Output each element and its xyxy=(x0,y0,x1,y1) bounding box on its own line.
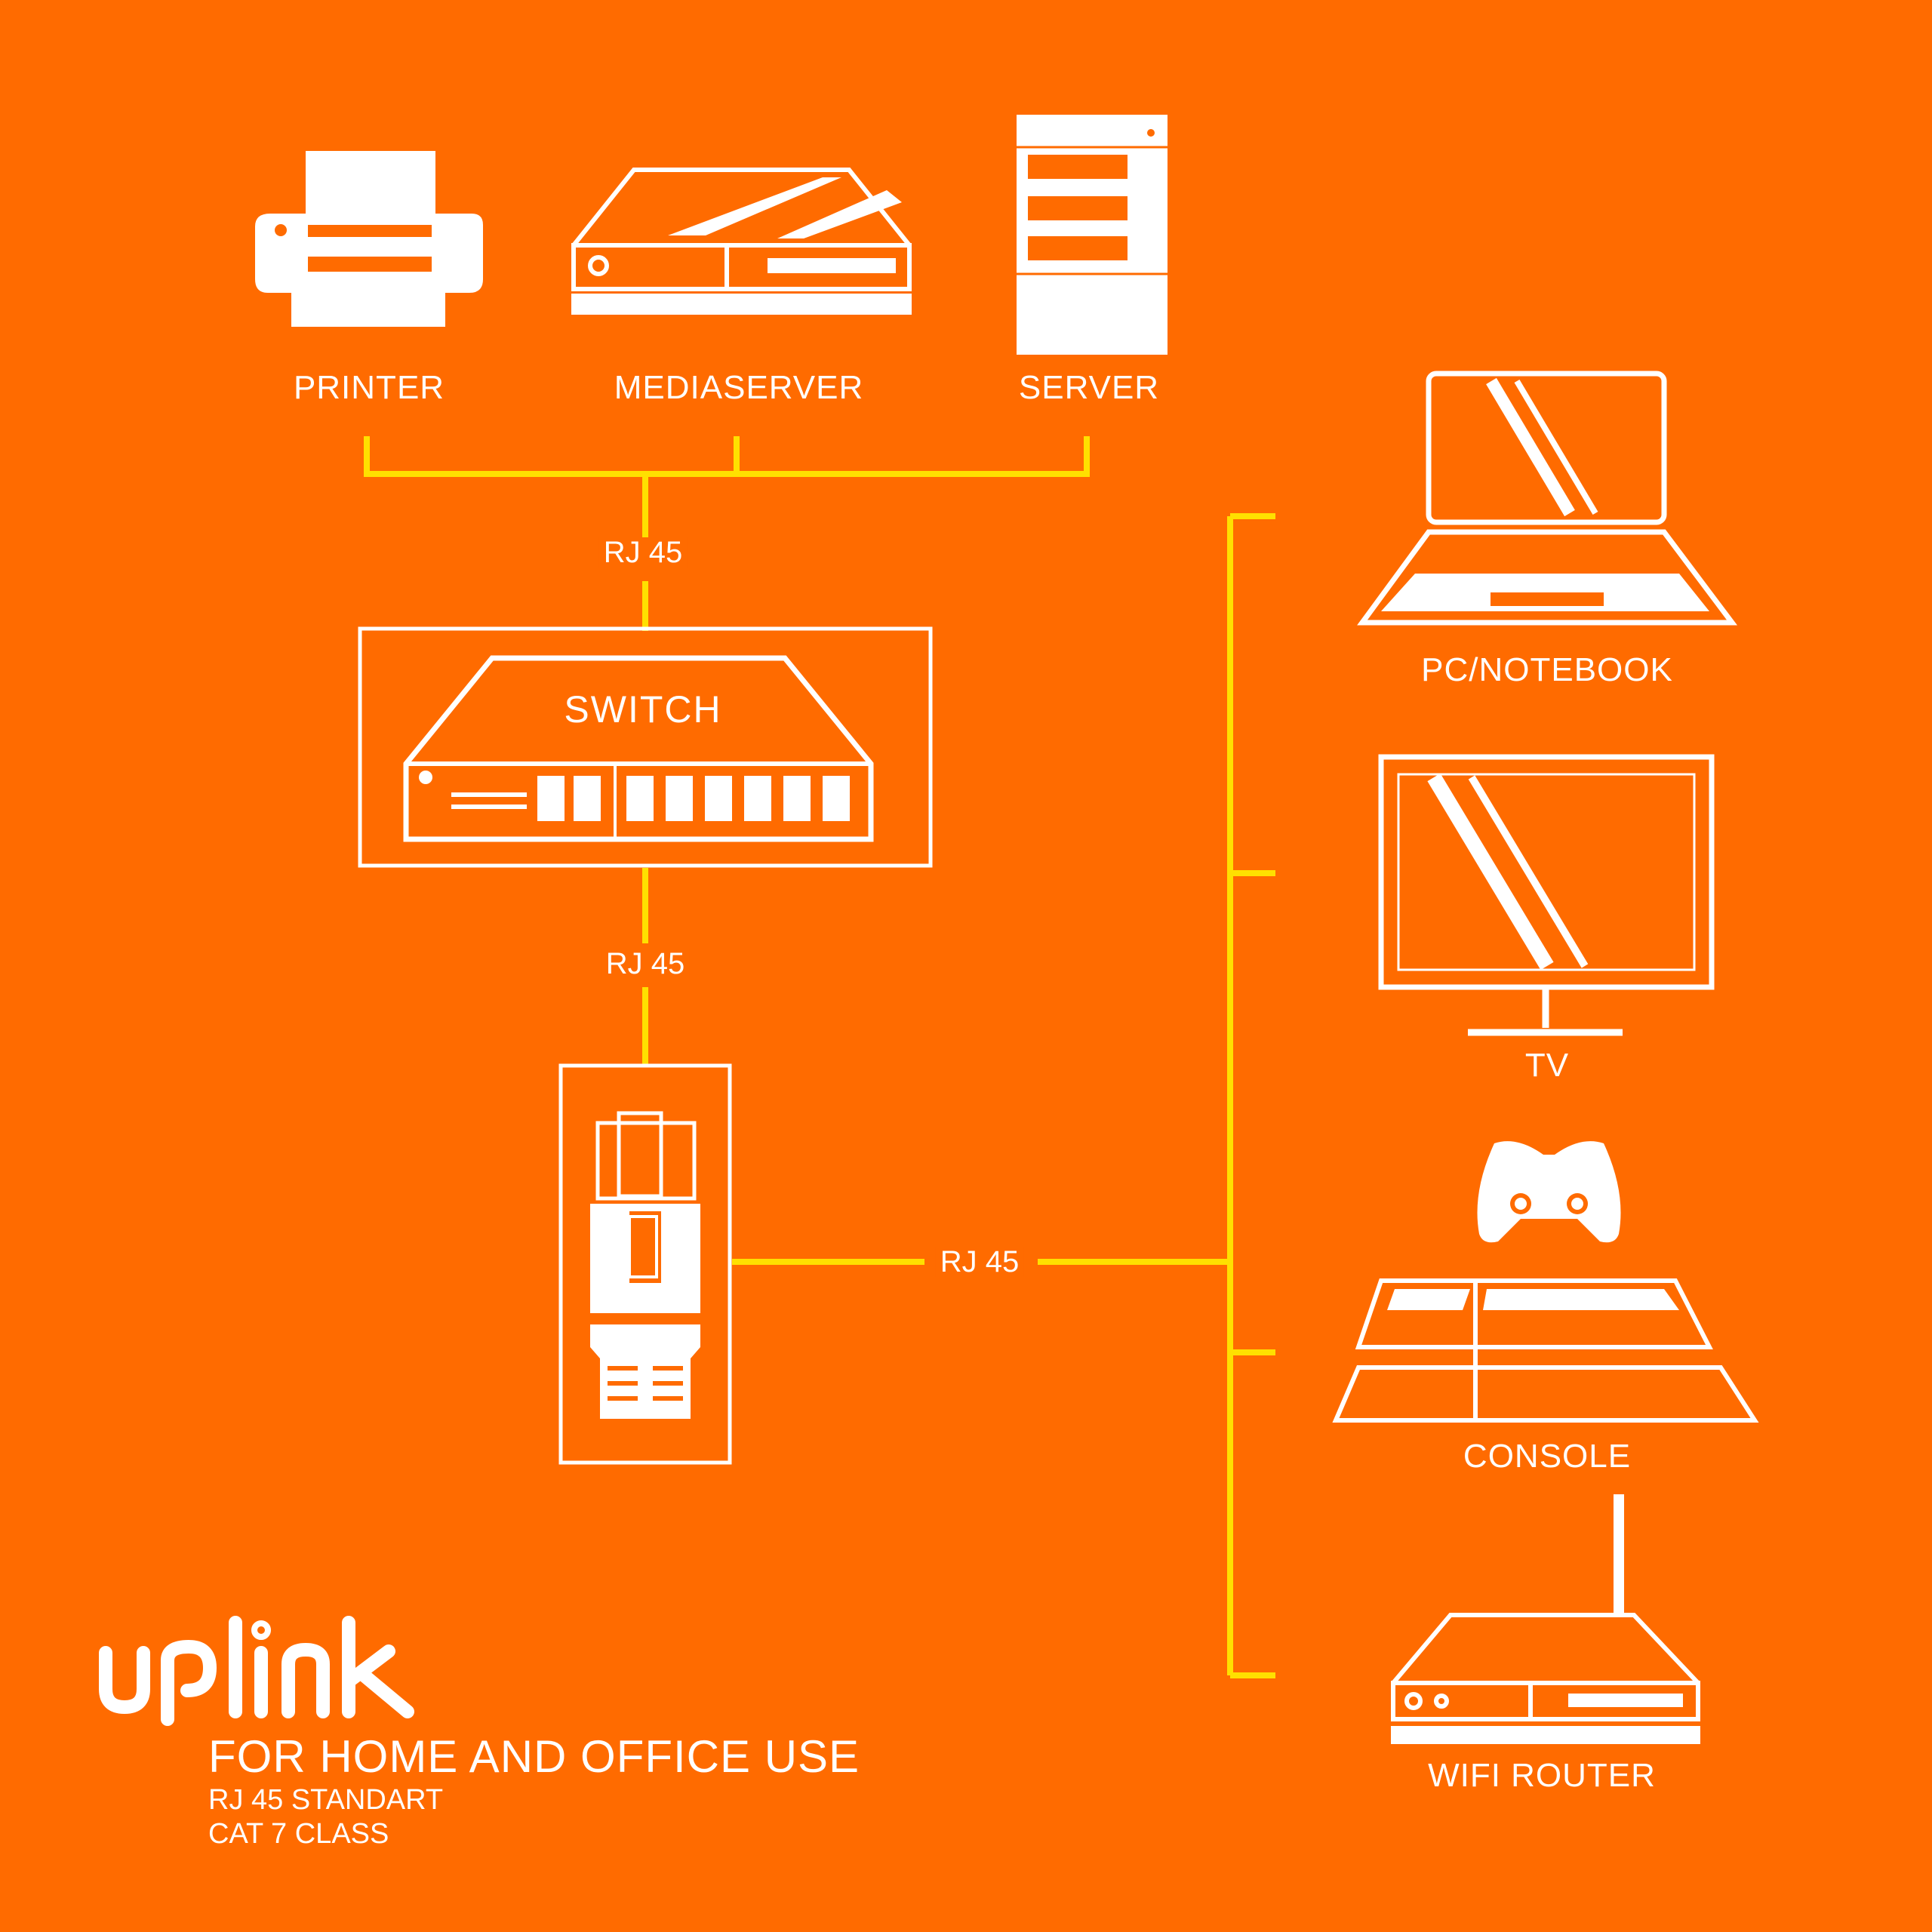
mediaserver-icon xyxy=(571,168,912,315)
server-icon xyxy=(1017,115,1168,355)
switch-ports xyxy=(537,776,850,821)
link-label-middle: RJ 45 xyxy=(601,949,690,979)
connector-lines xyxy=(364,436,1275,1678)
laptop-icon xyxy=(1357,371,1737,626)
gamepad-icon xyxy=(1477,1141,1621,1243)
spec-line-1: RJ 45 STANDART xyxy=(208,1784,444,1816)
wifi-router-label: WIFI ROUTER xyxy=(1428,1757,1656,1794)
printer-label: PRINTER xyxy=(293,369,445,406)
rj45-outlet xyxy=(558,1063,732,1465)
tv-icon xyxy=(1378,754,1715,1036)
pc-notebook-label: PC/NOTEBOOK xyxy=(1421,651,1673,688)
tagline: FOR HOME AND OFFICE USE xyxy=(208,1731,860,1782)
link-label-right: RJ 45 xyxy=(935,1247,1024,1277)
server-label: SERVER xyxy=(1018,369,1160,406)
printer-icon xyxy=(255,151,483,327)
console-label: CONSOLE xyxy=(1463,1438,1632,1475)
link-label-top: RJ 45 xyxy=(598,537,688,568)
tv-label: TV xyxy=(1524,1047,1570,1084)
spec-line-2: CAT 7 CLASS xyxy=(208,1818,389,1850)
switch-label: SWITCH xyxy=(564,688,722,731)
mediaserver-label: MEDIASERVER xyxy=(614,369,864,406)
wifi-router-icon xyxy=(1391,1494,1700,1744)
console-icon xyxy=(1332,1278,1759,1423)
switch-box xyxy=(358,626,933,868)
switch-led-dots xyxy=(451,792,527,809)
uplink-logo xyxy=(99,1616,414,1726)
top-bracket-line xyxy=(364,436,1090,537)
right-bus-line xyxy=(732,513,1275,1678)
